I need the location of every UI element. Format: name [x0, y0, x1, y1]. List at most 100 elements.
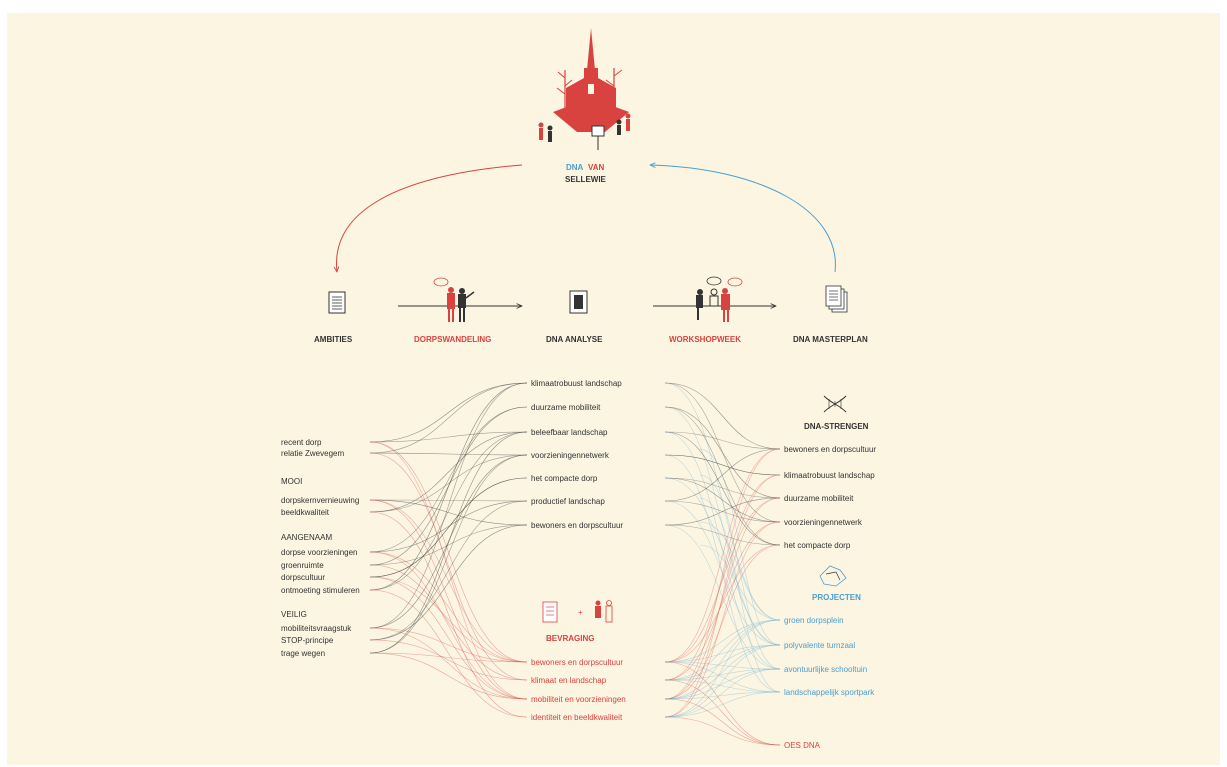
connection-curve: [369, 511, 528, 718]
connection-curve: [369, 627, 528, 700]
connection-curve: [664, 661, 781, 670]
connection-curve: [369, 627, 528, 663]
bevraging-title: BEVRAGING: [546, 634, 594, 643]
red-return-arrow: [337, 164, 523, 272]
left-item: recent dorp: [281, 438, 322, 447]
project-item: landschappelijk sportpark: [784, 688, 875, 697]
connection-curve: [664, 619, 781, 718]
connection-curve: [664, 716, 781, 746]
dna-strengen-item: klimaatrobuust landschap: [784, 471, 875, 480]
connection-curve: [664, 474, 781, 718]
projects-icon: [819, 565, 847, 587]
label-dorpswandeling: DORPSWANDELING: [414, 335, 491, 344]
analysis-list: klimaatrobuust landschap duurzame mobili…: [531, 379, 623, 530]
connection-curve: [369, 454, 528, 629]
blue-return-arrow: [650, 165, 836, 273]
connection-curve: [664, 497, 781, 526]
dna-strengen-item: voorzieningennetwerk: [784, 518, 863, 527]
dna-strengen-item: duurzame mobiliteit: [784, 494, 854, 503]
people-walking-icon: [433, 277, 475, 322]
connection-curve: [664, 644, 781, 681]
connection-curve: [664, 448, 781, 663]
connection-curve: [664, 691, 781, 700]
connection-curve: [369, 524, 528, 641]
connection-curve: [664, 406, 781, 546]
left-item: groenruimte: [281, 561, 324, 570]
connection-curve: [664, 406, 781, 499]
left-item: relatie Zwevegem: [281, 449, 344, 458]
connection-curve: [699, 497, 781, 693]
connection-curve: [369, 652, 528, 700]
connection-curve: [664, 497, 781, 700]
bevraging-item: bewoners en dorpscultuur: [531, 658, 623, 667]
label-workshopweek: WORKSHOPWEEK: [669, 335, 741, 344]
connection-curve: [664, 431, 781, 450]
connection-curve: [699, 521, 781, 621]
map-icon: [569, 290, 588, 314]
analysis-item: klimaatrobuust landschap: [531, 379, 622, 388]
connection-curve: [664, 644, 781, 663]
analysis-item: duurzame mobiliteit: [531, 403, 601, 412]
connection-curve: [369, 382, 528, 629]
left-item: ontmoeting stimuleren: [281, 586, 360, 595]
connection-curve: [664, 454, 781, 476]
connection-curve: [664, 668, 781, 700]
connection-curve: [664, 500, 781, 646]
connection-curve: [369, 499, 528, 700]
connection-curve: [664, 691, 781, 718]
people-workshop-icon: [696, 276, 743, 322]
left-item: dorpskernvernieuwing: [281, 496, 359, 505]
connection-curve: [369, 499, 528, 526]
connection-curve: [369, 499, 528, 663]
left-item: beeldkwaliteit: [281, 508, 330, 517]
left-heading-mooi: MOOI: [281, 477, 302, 486]
connection-curve: [664, 474, 781, 681]
title-dna: DNA: [566, 163, 584, 172]
connection-curve: [664, 497, 781, 663]
connection-curve: [369, 382, 528, 443]
connection-curve: [369, 431, 528, 513]
connection-curve: [369, 500, 528, 553]
connection-curve: [664, 521, 781, 681]
connection-curve: [369, 452, 528, 681]
project-item: groen dorpsplein: [784, 616, 844, 625]
connection-curve: [369, 431, 528, 591]
connection-curve: [699, 448, 781, 646]
bevraging-item: mobiliteit en voorzieningen: [531, 695, 626, 704]
analysis-item: productief landschap: [531, 497, 605, 506]
left-item: STOP-principe: [281, 636, 334, 645]
connection-curve: [664, 382, 781, 450]
left-heading-aangenaam: AANGENAAM: [281, 533, 332, 542]
connection-curve: [369, 382, 528, 591]
left-item: trage wegen: [281, 649, 325, 658]
connection-curve: [369, 564, 528, 681]
connection-curve: [664, 544, 781, 700]
connection-curve: [369, 639, 528, 681]
connection-curve: [699, 474, 781, 670]
connection-curve: [369, 431, 528, 443]
label-ambities: AMBITIES: [314, 335, 353, 344]
connection-curve: [664, 524, 781, 670]
dna-strengen-item: bewoners en dorpscultuur: [784, 445, 876, 454]
connection-curve: [664, 524, 781, 546]
connection-curve: [664, 382, 781, 621]
connection-curve: [369, 454, 528, 654]
dna-helix-icon: [823, 395, 847, 413]
analysis-item: voorzieningennetwerk: [531, 451, 610, 460]
projecten-title: PROJECTEN: [812, 593, 861, 602]
connection-curve: [664, 406, 781, 646]
label-dna-masterplan: DNA MASTERPLAN: [793, 335, 868, 344]
connection-curve: [369, 382, 528, 454]
connection-curve: [664, 661, 781, 746]
connection-curve: [664, 477, 781, 621]
church-illustration: [538, 28, 631, 150]
stacked-documents-icon: [825, 285, 848, 313]
connection-curve: [664, 431, 781, 670]
connection-curve: [664, 448, 781, 700]
connection-curve: [369, 431, 528, 654]
connection-curve: [369, 454, 528, 513]
bevraging-item: klimaat en landschap: [531, 676, 607, 685]
left-item: dorpscultuur: [281, 573, 325, 582]
connection-curve: [369, 576, 528, 700]
